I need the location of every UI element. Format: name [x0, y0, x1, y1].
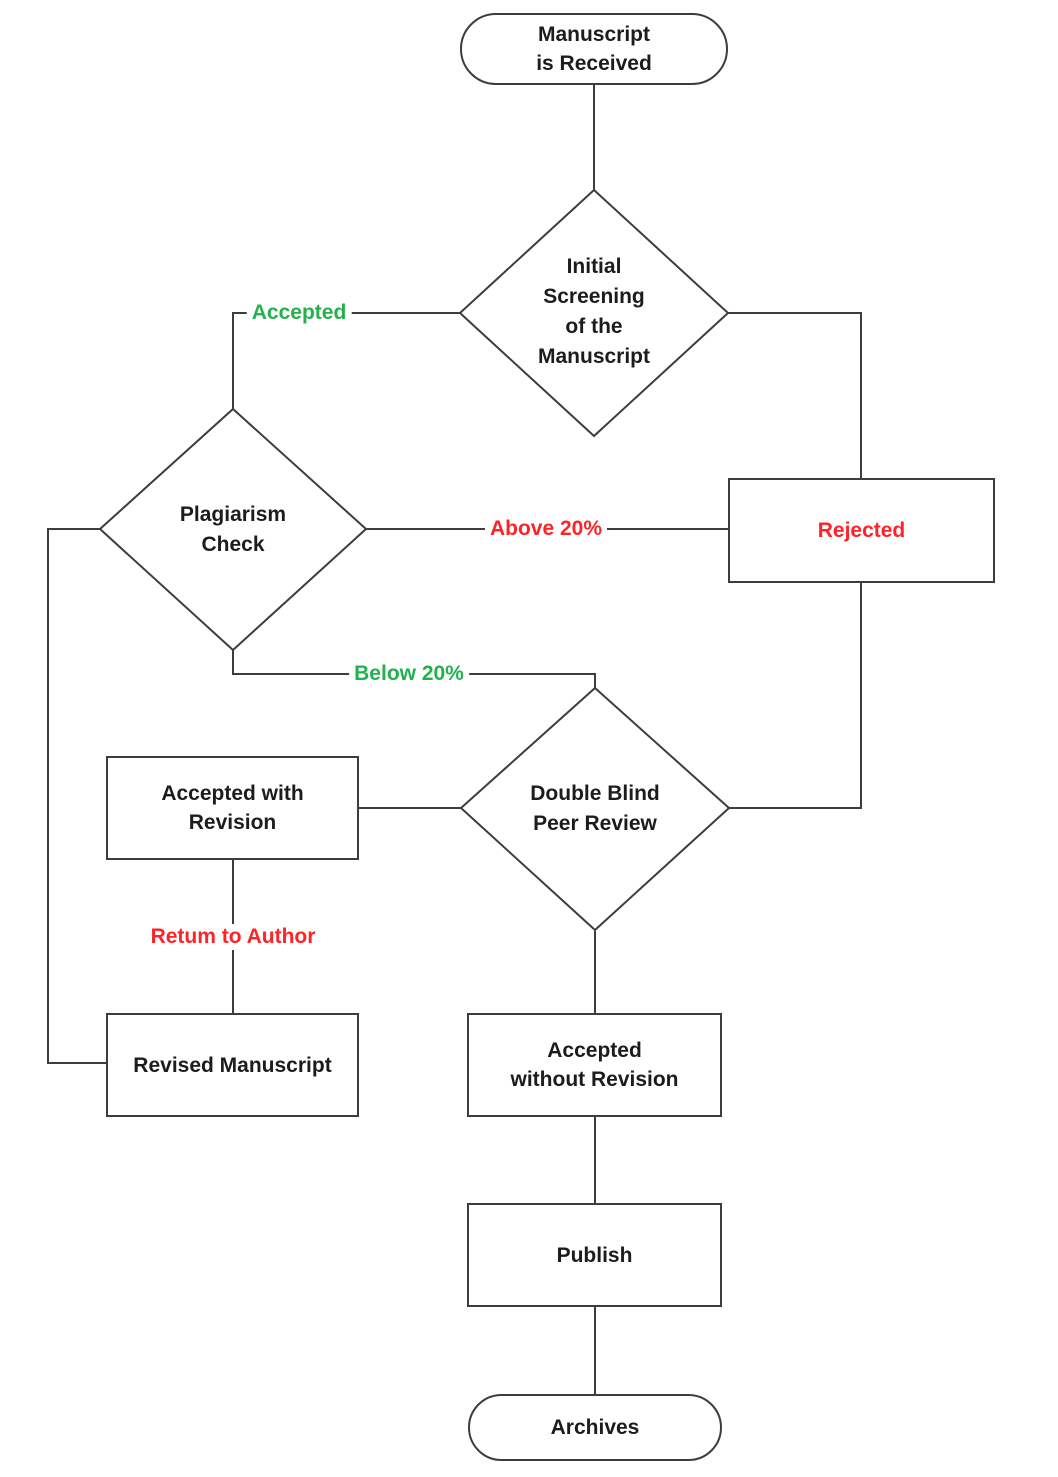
- node-accepted-with-revision: Accepted with Revision: [106, 756, 359, 860]
- edge-label-below-20: Below 20%: [349, 661, 469, 687]
- node-archives: Archives: [468, 1394, 722, 1461]
- edge-screening-to-rejected: [728, 312, 862, 478]
- decision-plagiarism-check-shape: [98, 407, 368, 652]
- node-rejected: Rejected: [728, 478, 995, 583]
- decision-initial-screening-shape: [458, 188, 730, 438]
- edge-rejected-to-peer-review: [729, 583, 862, 809]
- node-accepted-without-revision: Accepted without Revision: [467, 1013, 722, 1117]
- node-manuscript-received: Manuscript is Received: [460, 13, 728, 85]
- node-publish: Publish: [467, 1203, 722, 1307]
- node-revised-manuscript: Revised Manuscript: [106, 1013, 359, 1117]
- node-peer-review-label: Double Blind Peer Review: [530, 782, 660, 835]
- node-initial-screening-label: Initial Screening of the Manuscript: [537, 255, 651, 368]
- edge-label-accepted: Accepted: [246, 300, 352, 326]
- edge-screening-to-plagiarism: [232, 312, 460, 410]
- node-plagiarism-check-label: Plagiarism Check: [179, 503, 287, 556]
- edge-revised-manuscript-loop-to-plagiarism: [47, 528, 106, 1064]
- decision-peer-review-shape: [459, 686, 731, 932]
- edge-label-return-to-author: Retum to Author: [145, 924, 321, 950]
- edge-label-above-20: Above 20%: [484, 516, 608, 542]
